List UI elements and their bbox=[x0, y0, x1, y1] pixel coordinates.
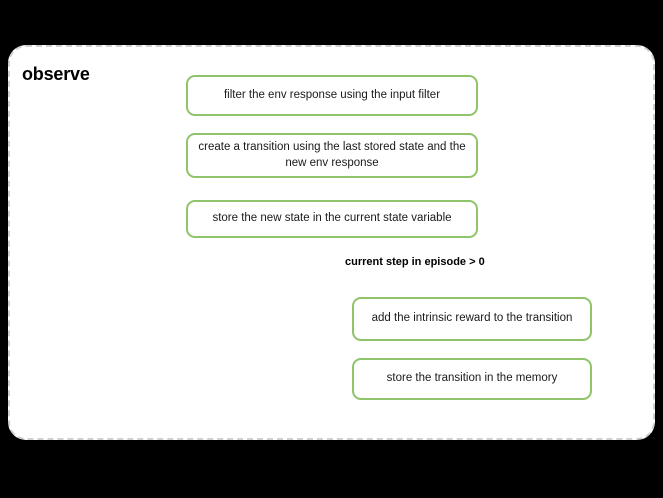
group-title-observe: observe bbox=[22, 64, 90, 84]
node-add-intrinsic-reward[interactable]: add the intrinsic reward to the transiti… bbox=[352, 297, 592, 341]
node-create-transition[interactable]: create a transition using the last store… bbox=[186, 133, 478, 178]
edge-label-current-step-condition: current step in episode > 0 bbox=[345, 256, 485, 268]
node-store-transition-memory[interactable]: store the transition in the memory bbox=[352, 358, 592, 400]
node-filter-env-response[interactable]: filter the env response using the input … bbox=[186, 75, 478, 116]
node-store-new-state[interactable]: store the new state in the current state… bbox=[186, 200, 478, 238]
